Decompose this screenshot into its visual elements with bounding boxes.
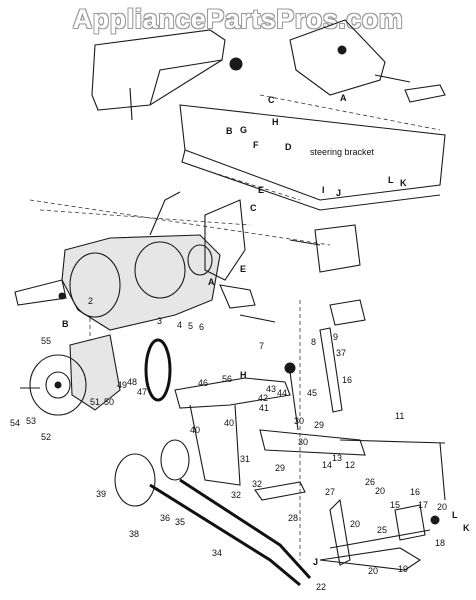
callout-number-41: 41	[259, 403, 269, 413]
control-lever-part	[284, 327, 446, 501]
right-box-bracket-part	[289, 224, 366, 326]
callout-number-29-a: 29	[314, 420, 324, 430]
callout-number-56: 56	[222, 374, 232, 384]
callout-number-3: 3	[157, 316, 162, 326]
callout-number-19: 19	[398, 564, 408, 574]
callout-number-7: 7	[259, 341, 264, 351]
callout-letter-G-top: G	[240, 125, 247, 135]
callout-number-27: 27	[325, 487, 335, 497]
hood-cover-part	[91, 29, 243, 121]
callout-number-4: 4	[177, 320, 182, 330]
callout-number-9: 9	[333, 332, 338, 342]
callout-number-30-b: 30	[298, 437, 308, 447]
callout-letter-L-bottom: L	[452, 510, 458, 520]
callout-letter-B-left: B	[62, 319, 69, 329]
callout-letter-C-mid: C	[250, 203, 257, 213]
callout-number-5: 5	[188, 321, 193, 331]
callout-number-12: 12	[345, 460, 355, 470]
steering-bracket-part	[179, 104, 446, 211]
callout-letter-G-lever: G	[287, 365, 294, 375]
pulley-assembly-part	[20, 334, 121, 416]
callout-number-52: 52	[41, 432, 51, 442]
callout-number-16-top: 16	[342, 375, 352, 385]
callout-letter-E-mid: E	[240, 264, 246, 274]
callout-number-50: 50	[104, 397, 114, 407]
callout-labels: steering bracket A A B B C C D E E F G G…	[10, 93, 470, 592]
callout-letter-F: F	[253, 140, 259, 150]
callout-letter-A-mid: A	[208, 277, 215, 287]
callout-letter-H-top: H	[272, 117, 279, 127]
callout-number-2: 2	[88, 296, 93, 306]
callout-steering-bracket: steering bracket	[310, 147, 375, 157]
callout-number-45: 45	[307, 388, 317, 398]
callout-number-26: 26	[365, 477, 375, 487]
callout-letter-A-top: A	[340, 93, 347, 103]
callout-number-34: 34	[212, 548, 222, 558]
callout-letter-D: D	[285, 142, 292, 152]
callout-number-16-bottom: 16	[410, 487, 420, 497]
callout-number-51: 51	[90, 397, 100, 407]
callout-letter-K-bottom: K	[463, 523, 470, 533]
watermark: AppliancePartsPros.com	[72, 4, 404, 34]
top-right-bracket-part	[289, 19, 446, 103]
callout-number-20-c: 20	[437, 502, 447, 512]
callout-number-20-a: 20	[375, 486, 385, 496]
transmission-part	[14, 191, 221, 331]
callout-letter-J-top: J	[336, 188, 341, 198]
callout-letter-K-top: K	[400, 178, 407, 188]
callout-number-20-d: 20	[368, 566, 378, 576]
callout-number-54: 54	[10, 418, 20, 428]
callout-number-31: 31	[240, 454, 250, 464]
callout-number-8: 8	[311, 337, 316, 347]
callout-number-18: 18	[435, 538, 445, 548]
callout-number-40-a: 40	[190, 425, 200, 435]
callout-letter-J-bottom: J	[313, 557, 318, 567]
callout-number-40-b: 40	[224, 418, 234, 428]
callout-number-29-b: 29	[275, 463, 285, 473]
callout-number-20-b: 20	[350, 519, 360, 529]
callout-number-46: 46	[198, 378, 208, 388]
callout-number-32-b: 32	[252, 479, 262, 489]
callout-letter-E-top: E	[258, 185, 264, 195]
callout-number-37: 37	[336, 348, 346, 358]
callout-number-42: 42	[258, 393, 268, 403]
callout-number-47: 47	[137, 387, 147, 397]
callout-number-30-a: 30	[294, 416, 304, 426]
callout-letter-B-top: B	[226, 126, 233, 136]
callout-number-53: 53	[26, 416, 36, 426]
callout-letter-I: I	[322, 185, 325, 195]
callout-number-15: 15	[390, 500, 400, 510]
callout-number-44: 44	[277, 388, 287, 398]
pedal-linkage-part	[254, 481, 440, 571]
callout-number-11: 11	[395, 411, 404, 421]
callout-number-22: 22	[316, 582, 326, 592]
callout-number-14: 14	[322, 460, 332, 470]
callout-letter-H-mid: H	[240, 370, 247, 380]
callout-number-38: 38	[129, 529, 139, 539]
callout-number-55: 55	[41, 336, 51, 346]
callout-letter-C-top: C	[268, 95, 275, 105]
callout-letter-L-top: L	[388, 175, 394, 185]
callout-number-17: 17	[418, 500, 428, 510]
callout-number-32-a: 32	[231, 490, 241, 500]
callout-number-35: 35	[175, 517, 185, 527]
callout-number-13: 13	[332, 453, 342, 463]
callout-number-43: 43	[266, 384, 276, 394]
callout-number-49: 49	[117, 380, 127, 390]
callout-number-25: 25	[377, 525, 387, 535]
mid-bracket-part	[204, 199, 276, 323]
callout-number-48: 48	[127, 377, 137, 387]
callout-number-6: 6	[199, 322, 204, 332]
callout-number-39: 39	[96, 489, 106, 499]
drive-belt-part	[114, 338, 312, 587]
callout-number-28: 28	[288, 513, 298, 523]
callout-number-36: 36	[160, 513, 170, 523]
pivot-frame-part	[174, 377, 366, 486]
